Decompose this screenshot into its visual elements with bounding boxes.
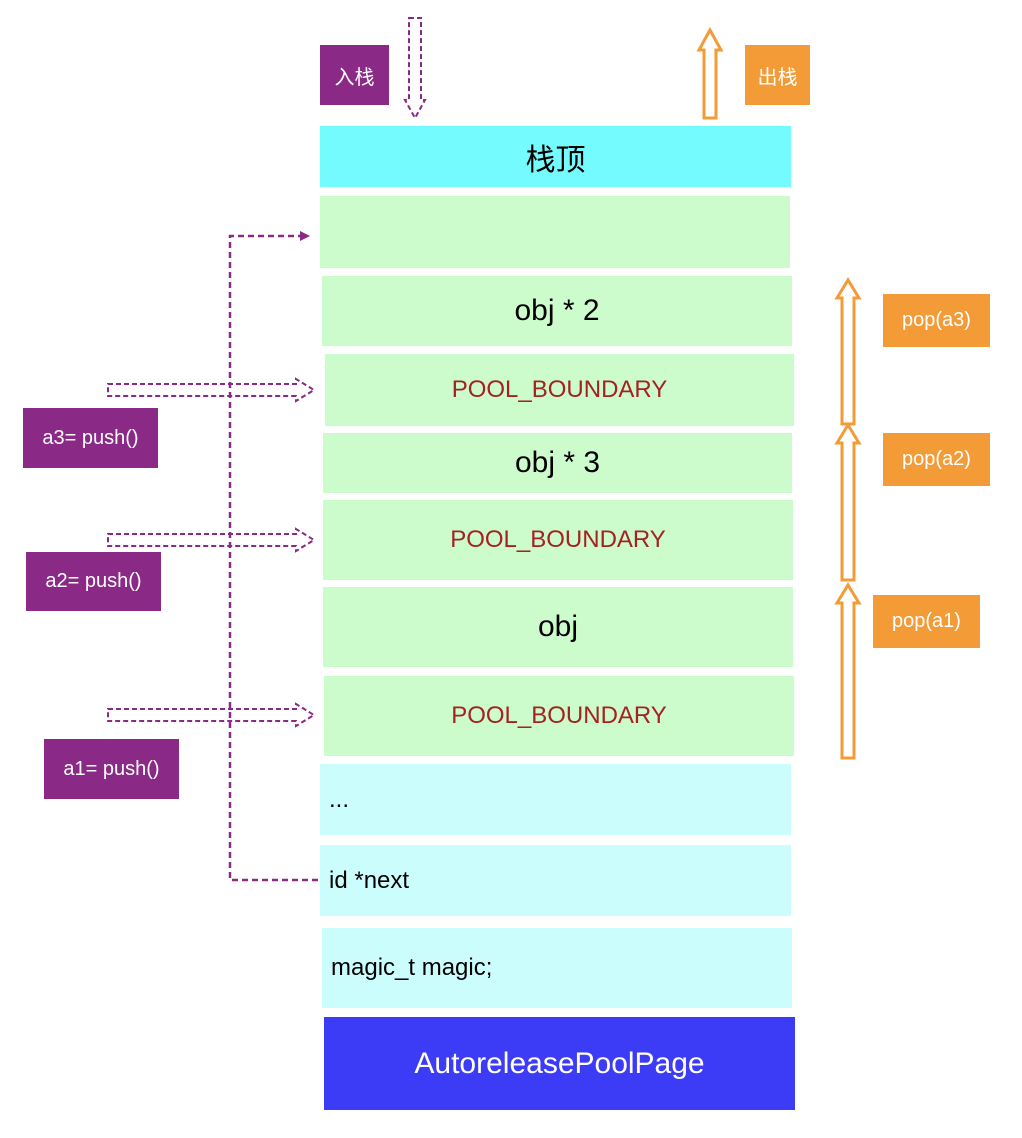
push-a3-label: a3= push() [23, 408, 158, 468]
pop-out-label: 出栈 [745, 45, 810, 105]
stack-magic: magic_t magic; [322, 928, 792, 1008]
stack-next: id *next [320, 845, 791, 916]
pop-a1-label: pop(a1) [873, 595, 980, 648]
stack-obj3: obj * 3 [323, 433, 792, 493]
stack-obj1-label: obj [537, 610, 579, 643]
stack-ellipsis-label: ... [329, 785, 350, 813]
stack-obj2: obj * 2 [322, 276, 792, 346]
stack-next-label: id *next [329, 866, 410, 894]
pop-a3-arrow [834, 277, 862, 426]
push-a3-arrow [107, 377, 316, 403]
pop-a2-arrow [834, 422, 862, 582]
stack-boundary-1: POOL_BOUNDARY [324, 676, 794, 756]
pop-a1-arrow [834, 582, 862, 760]
stack-obj2-label: obj * 2 [514, 294, 600, 327]
push-a2-label: a2= push() [26, 552, 161, 611]
push-a1-arrow [107, 702, 316, 728]
stack-boundary-2-label: POOL_BOUNDARY [450, 526, 666, 553]
push-a2-arrow [107, 527, 316, 553]
pop-a3-label: pop(a3) [883, 294, 990, 347]
stack-boundary-2: POOL_BOUNDARY [323, 500, 793, 580]
stack-obj1: obj [323, 587, 793, 667]
stack-top: 栈顶 [320, 126, 791, 187]
stack-boundary-3: POOL_BOUNDARY [325, 354, 794, 426]
stack-boundary-3-label: POOL_BOUNDARY [451, 376, 668, 403]
stack-page-label: AutoreleasePoolPage [414, 1046, 705, 1080]
stack-page: AutoreleasePoolPage [324, 1017, 795, 1110]
stack-magic-label: magic_t magic; [331, 954, 493, 981]
push-in-arrow [403, 17, 427, 121]
stack-empty-slot [320, 196, 790, 268]
pop-out-arrow [696, 26, 724, 120]
stack-boundary-1-label: POOL_BOUNDARY [451, 702, 667, 729]
stack-top-label: 栈顶 [525, 143, 586, 177]
next-pointer-line [228, 231, 318, 882]
stack-obj3-label: obj * 3 [514, 446, 601, 479]
push-in-label: 入栈 [320, 45, 389, 105]
pop-a2-label: pop(a2) [883, 433, 990, 486]
stack-ellipsis: ... [320, 764, 791, 835]
push-a1-label: a1= push() [44, 739, 179, 799]
